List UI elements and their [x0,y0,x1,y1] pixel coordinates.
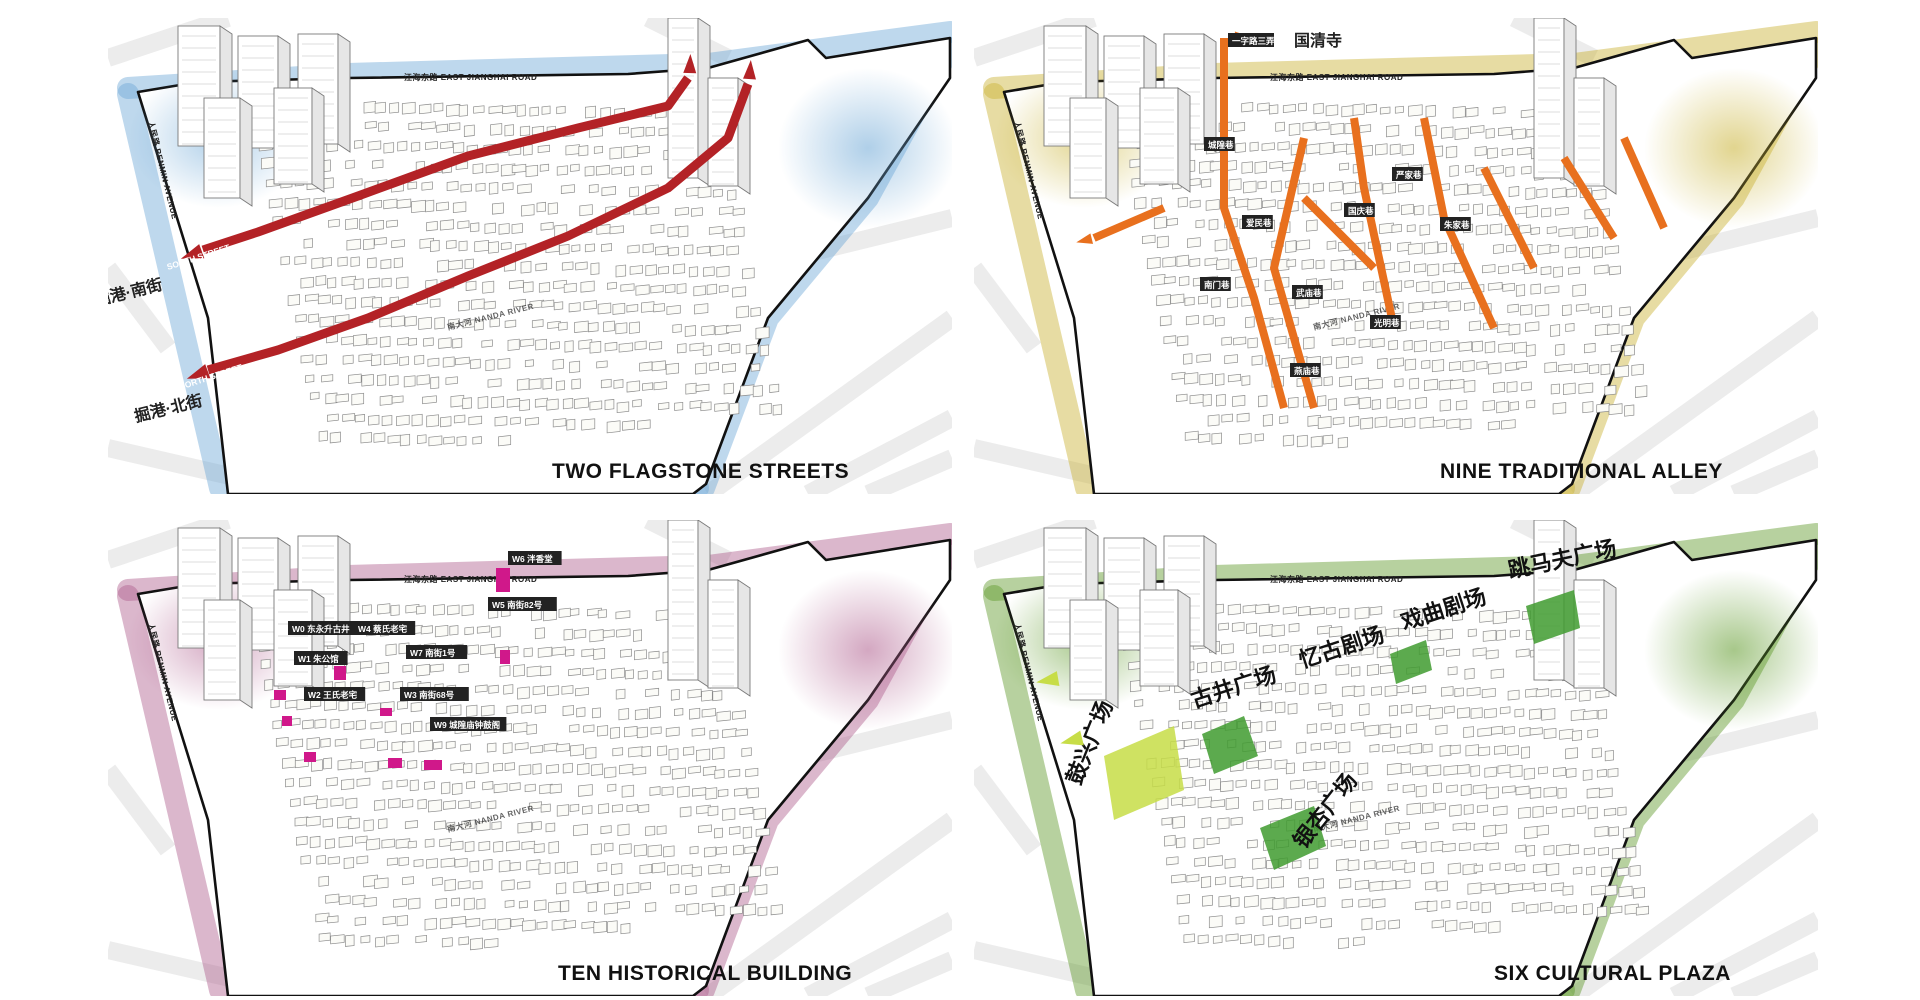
heritage-tag-4-box [294,651,348,665]
heritage-tag-6: W2 王氏老宅 [308,690,358,700]
heritage-tag-8-box [430,717,507,731]
heritage-buildings: W6 泮香堂 W5 南街82号 W0 东永升古井 W4 蔡氏老宅 W1 朱公馆 W7 南街… [274,551,562,770]
alley-arrow-1 [1092,204,1166,242]
alley-tag-8-box [1290,363,1321,377]
building-blocks [251,600,783,951]
alley-tag-3-box [1392,167,1423,181]
alley-arrow-7 [1620,136,1668,230]
heritage-building-8 [424,760,442,770]
plaza-arrowhead-west [1036,671,1060,687]
background-streets [974,18,1818,494]
temple-label: 国清寺 [1294,31,1342,50]
heritage-tag-1: W5 南街82号 [492,600,543,610]
panel-title-alleys: NINE TRADITIONAL ALLEY [1440,460,1723,483]
alley-tag-7: 光明巷 [1373,318,1400,328]
high-rise-towers [1043,18,1617,207]
alley-tag-2: 国庆巷 [1348,206,1374,216]
heritage-tag-5-box [406,645,468,659]
alley-tag-5-box [1200,277,1231,291]
heritage-tag-7: W3 南街68号 [404,690,455,700]
north-street-arrowhead [186,364,211,379]
plaza-area-well [1202,716,1258,774]
heritage-building-5 [380,708,392,716]
heritage-building-2 [274,690,286,700]
panel-title-streets: TWO FLAGSTONE STREETS [552,460,849,483]
alley-tag-5: 南门巷 [1204,280,1230,290]
north-road-label: 江海东路 EAST JIANGHAI ROAD [404,72,537,82]
heritage-tag-8: W9 城隍庙钟鼓阁 [434,720,500,730]
plaza-area-horse [1526,590,1580,644]
plaza-area-opera [1390,640,1432,684]
north-road-label: 江海东路 EAST JIANGHAI ROAD [1270,72,1403,82]
heritage-tag-7-box [400,687,469,701]
panel-title-buildings: TEN HISTORICAL BUILDING [558,962,852,985]
heritage-tag-5: W7 南街1号 [410,648,456,658]
south-street-arrowhead-north [683,54,697,74]
temple-tag: 一字路三弄 [1232,36,1275,46]
heritage-tag-4: W1 朱公馆 [298,654,339,664]
heritage-building-3 [334,666,346,680]
north-street-arrowhead-north [743,60,756,80]
alley-tag-3: 严家巷 [1395,170,1422,180]
alley-tag-0-box [1204,137,1235,151]
south-street-arrow-line [201,75,692,255]
alley-tag-0: 城隍巷 [1208,140,1234,150]
alley-tag-6-box [1292,285,1323,299]
alley-arrow-3 [1350,117,1398,329]
alley-arrow-0 [1220,38,1288,410]
alley-arrowhead-west [1076,233,1094,244]
north-street-arrow-line [206,82,753,375]
heritage-tag-3-box [354,621,416,635]
heritage-tag-1-box [488,597,557,611]
heritage-building-7 [388,758,402,768]
north-road-label: 江海东路 EAST JIANGHAI ROAD [1270,574,1403,584]
alley-arrow-2 [1270,137,1318,410]
heritage-tag-2-box [288,621,357,635]
heritage-tag-3: W4 蔡氏老宅 [358,624,408,634]
heritage-building-4 [282,716,292,726]
south-street-arrowhead [180,244,205,259]
alley-arrow-5 [1480,166,1538,270]
alley-tag-7-box [1370,315,1401,329]
alley-tag-4-box [1440,217,1471,231]
heritage-tag-0-box [508,551,562,565]
alley-tag-4: 朱家巷 [1443,220,1470,230]
alley-arrow-6 [1560,155,1618,241]
temple-tag-box [1228,33,1274,47]
panel-title-plazas: SIX CULTURAL PLAZA [1494,962,1731,985]
heritage-tag-6-box [304,687,366,701]
alley-tag-1-box [1242,215,1273,229]
heritage-building-0 [496,568,510,592]
plaza-area-ginkgo [1260,806,1326,870]
alley-arrow-8 [1301,195,1377,271]
heritage-tag-0: W6 泮香堂 [512,554,553,564]
alley-tag-2-box [1344,203,1375,217]
heritage-tag-2: W0 东永升古井 [292,624,350,634]
plaza-arrowhead-southwest [1060,730,1084,746]
heritage-building-1 [500,650,510,664]
alley-tag-6: 武庙巷 [1296,288,1322,298]
alley-tag-1: 爱民巷 [1246,218,1272,228]
alley-tag-8: 燕庙巷 [1294,366,1320,376]
heritage-building-6 [304,752,316,762]
high-rise-towers [177,520,751,709]
plaza-area-gate [1104,726,1184,820]
high-rise-towers [177,18,751,207]
north-road-label: 江海东路 EAST JIANGHAI ROAD [404,574,537,584]
